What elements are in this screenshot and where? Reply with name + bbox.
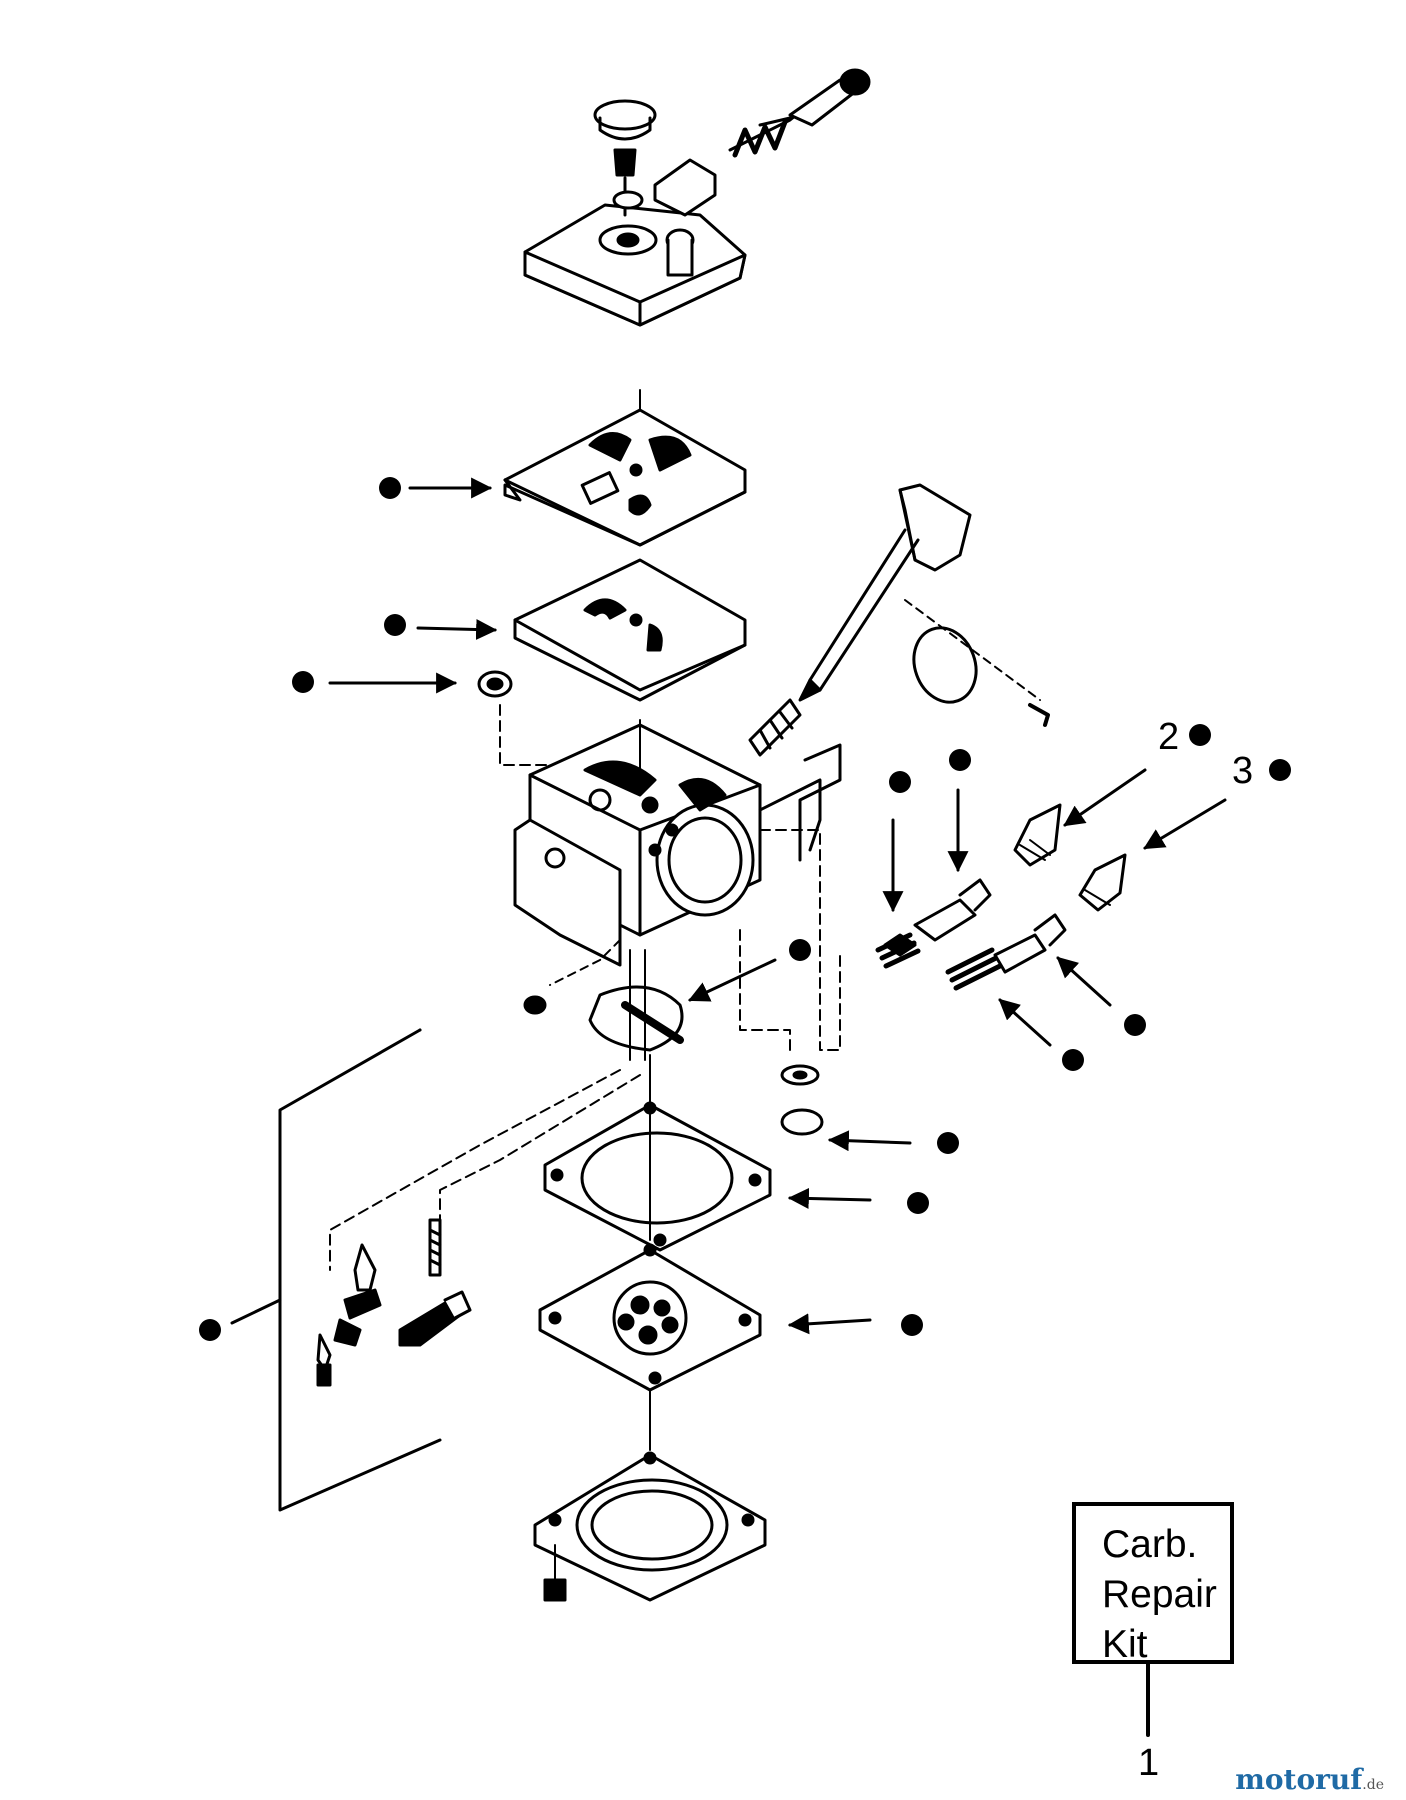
spring-high	[875, 878, 992, 969]
callout-dot-pump-gasket	[907, 1192, 929, 1214]
watermark-main: motoruf	[1235, 1763, 1363, 1796]
adjust-needle-high	[1013, 803, 1062, 867]
second-gasket	[513, 558, 747, 702]
carb-repair-kit-box: Carb. Repair Kit	[1072, 1502, 1234, 1664]
choke-shaft	[748, 483, 1050, 757]
callout-dot-upper-gasket	[379, 477, 401, 499]
bottom-cover	[533, 1451, 767, 1602]
kit-bracket	[278, 1028, 442, 1512]
callout-dot-small-parts	[199, 1319, 221, 1341]
callout-dot-needle-b	[949, 749, 971, 771]
callout-label-1: 1	[1138, 1742, 1160, 1784]
callout-dot-needle-c	[1124, 1014, 1146, 1036]
metering-diaphragm	[538, 1243, 762, 1451]
inlet-lever	[523, 939, 684, 1061]
watermark-tld: .de	[1362, 1777, 1384, 1793]
upper-gasket	[503, 389, 747, 547]
callout-dot-3	[1269, 759, 1291, 781]
callout-dot-disc	[937, 1132, 959, 1154]
watermark-logo: motoruf.de	[1235, 1763, 1384, 1796]
callout-dot-diaphragm	[901, 1314, 923, 1336]
callout-dot-2	[1189, 724, 1211, 746]
spring-low	[945, 913, 1067, 991]
adjust-needle-low	[1078, 853, 1127, 912]
callout-dot-needle-d	[1062, 1049, 1084, 1071]
callout-label-2: 2	[1158, 716, 1180, 758]
callout-label-3: 3	[1232, 750, 1254, 792]
carburetor-body	[513, 719, 842, 967]
callout-dot-needle-a	[889, 771, 911, 793]
callout-dot-second-gasket	[384, 614, 406, 636]
callout-dot-lever	[789, 939, 811, 961]
carb-repair-kit-label: Carb. Repair Kit	[1102, 1523, 1217, 1664]
callout-dot-small-cap	[292, 671, 314, 693]
pump-gasket	[543, 1054, 772, 1252]
metering-cover-assembly	[523, 68, 871, 327]
disc-seal	[780, 1108, 824, 1136]
small-parts-left	[316, 1069, 641, 1387]
